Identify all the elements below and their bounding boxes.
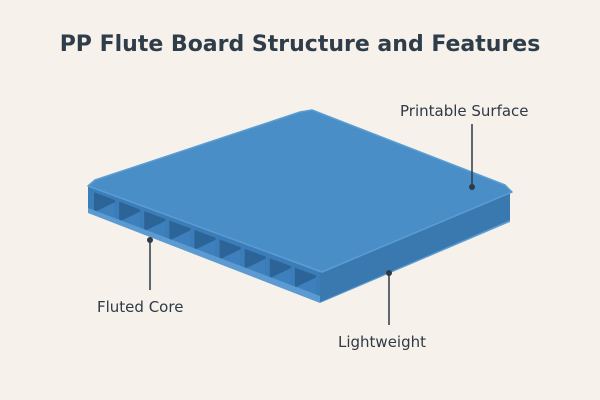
label-lightweight: Lightweight [338, 333, 427, 351]
diagram-title: PP Flute Board Structure and Features [59, 32, 541, 57]
flute-cell-shade [269, 268, 291, 287]
leader-dot [147, 237, 153, 243]
leader-dot [386, 270, 392, 276]
flute-cell-shade [169, 230, 191, 249]
flute-cell-shade [194, 239, 216, 258]
board-right-face [320, 192, 510, 302]
leader-dot [469, 184, 475, 190]
flute-cell-shade [244, 258, 266, 277]
label-printable-surface: Printable Surface [400, 102, 529, 120]
flute-cell-shade [119, 211, 141, 230]
flute-cell-shade [219, 249, 241, 268]
leader-lines [147, 124, 475, 325]
flute-cell-shade [94, 202, 116, 221]
flute-cell-shade [294, 277, 316, 296]
label-fluted-core: Fluted Core [97, 298, 184, 316]
board-top-face [87, 109, 513, 273]
flute-cell-shade [144, 221, 166, 239]
board [87, 109, 513, 303]
